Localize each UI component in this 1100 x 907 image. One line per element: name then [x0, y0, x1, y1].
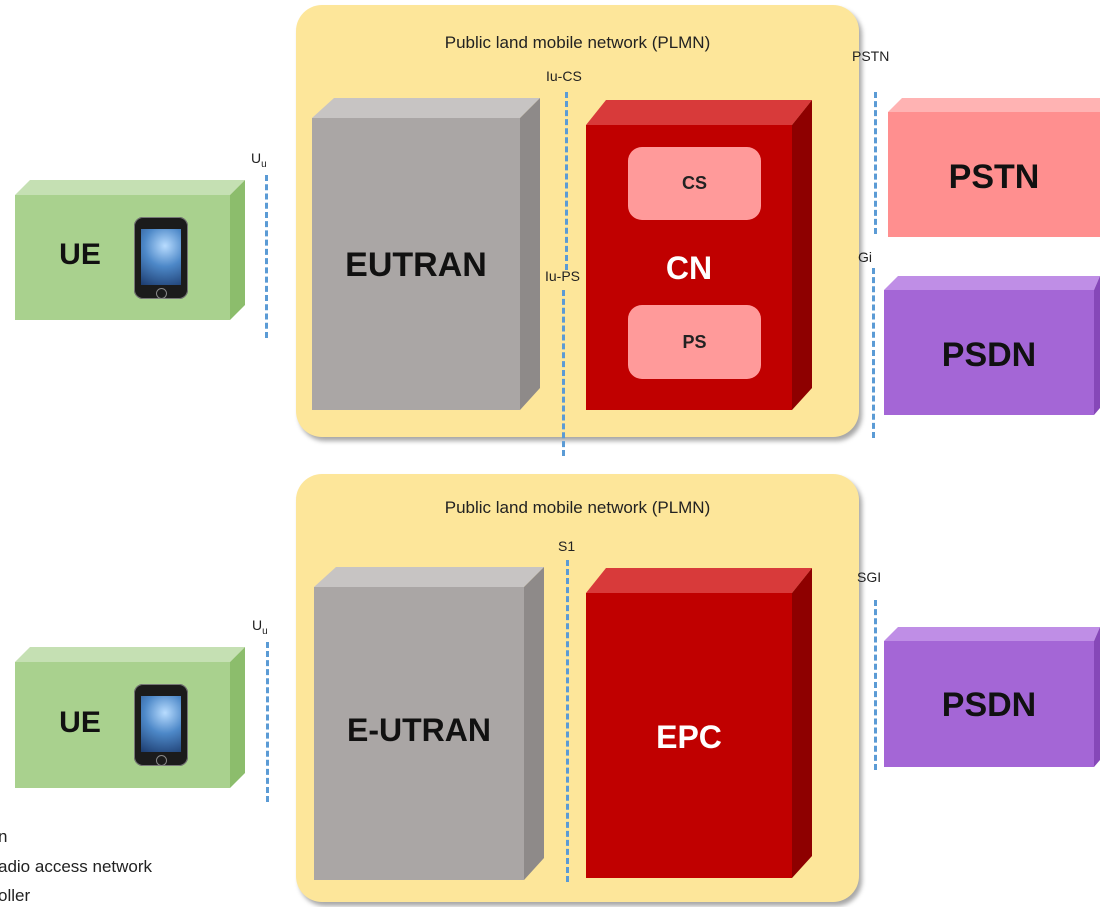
pstn-box: [888, 98, 1100, 237]
plmn-top-title: Public land mobile network (PLMN): [444, 33, 711, 52]
phone-home-button: [156, 755, 167, 766]
cs-domain-box: CS: [628, 147, 761, 220]
eutran-bottom-label: E-UTRAN: [347, 712, 491, 748]
psdn-top-label: PSDN: [941, 336, 1037, 374]
epc-box: [586, 568, 812, 878]
uu-bottom-main: U: [252, 617, 263, 633]
sgi-interface-label: SGI: [857, 569, 882, 585]
pstn-interface-label: PSTN: [852, 48, 890, 64]
legend-note: oller: [0, 886, 31, 905]
ps-label: PS: [682, 331, 707, 352]
cs-label: CS: [681, 173, 707, 193]
sgi-interface-line: [874, 600, 877, 770]
phone-icon: [134, 217, 188, 299]
psdn-top-box: [884, 276, 1100, 415]
ps-domain-box: PS: [628, 305, 761, 379]
uu-top-line: [265, 175, 268, 338]
ue-bottom-label: UE: [59, 706, 101, 739]
psdn-bottom-box: [884, 627, 1100, 767]
pstn-interface-line: [874, 92, 877, 234]
ue-top-label: UE: [59, 238, 101, 271]
phone-screen: [141, 229, 181, 285]
legend-note: n: [0, 827, 8, 846]
gi-interface-line: [872, 268, 875, 438]
uu-top-sub: u: [261, 158, 267, 170]
phone-icon: [134, 684, 188, 766]
cn-label: CN: [665, 250, 713, 286]
psdn-bottom-label: PSDN: [941, 686, 1037, 724]
iu-ps-label: Iu-PS: [545, 268, 581, 284]
epc-label: EPC: [656, 719, 722, 755]
uu-bottom-line: [266, 642, 269, 802]
plmn-bottom-title: Public land mobile network (PLMN): [444, 498, 711, 517]
phone-home-button: [156, 288, 167, 299]
iu-cs-label: Iu-CS: [546, 68, 582, 84]
uu-top-main: U: [251, 150, 262, 166]
uu-bottom-sub: u: [262, 625, 268, 637]
pstn-label: PSTN: [948, 158, 1040, 196]
eutran-top-box: [312, 98, 540, 410]
phone-screen: [141, 696, 181, 752]
gi-interface-label: Gi: [858, 249, 872, 265]
s1-interface-label: S1: [558, 538, 576, 554]
s1-interface-line: [566, 560, 569, 882]
eutran-bottom-box: [314, 567, 544, 880]
eutran-top-label: EUTRAN: [345, 246, 487, 284]
uu-top-label: Uu: [251, 150, 267, 170]
iu-cs-line: [565, 92, 568, 270]
legend-note: adio access network: [0, 857, 153, 876]
uu-bottom-label: Uu: [252, 617, 268, 637]
iu-ps-line: [562, 290, 565, 456]
